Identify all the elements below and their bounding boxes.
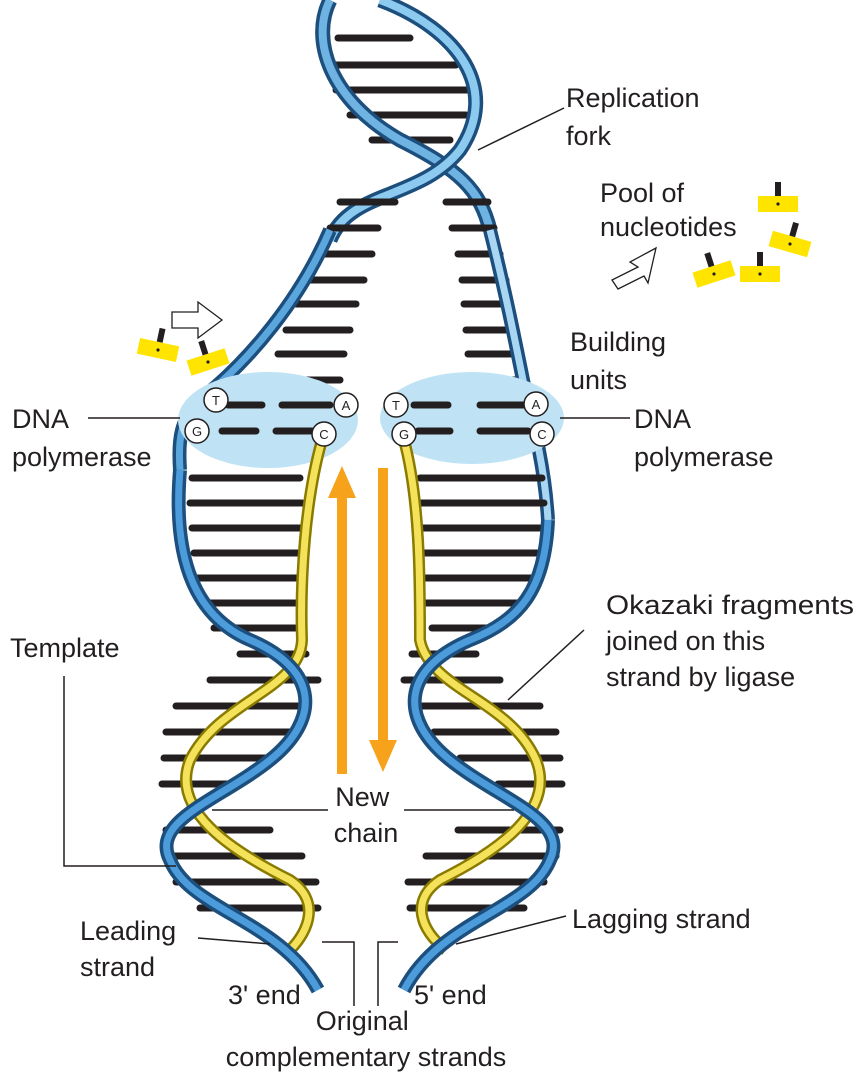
svg-text:G: G <box>399 427 409 442</box>
leader-lines <box>63 107 630 1006</box>
base-circle-left-c: C <box>311 421 337 447</box>
dna-polymerase-left-blob <box>178 372 358 468</box>
svg-text:G: G <box>192 424 202 439</box>
right-daughter-base-pairs <box>400 474 566 912</box>
right-daughter-helix <box>397 438 566 994</box>
base-circle-right-t: T <box>383 392 409 418</box>
base-circle-left-g: G <box>184 418 210 444</box>
base-circle-right-a: A <box>523 391 549 417</box>
three-prime-end-label: 3' end <box>228 980 301 1010</box>
leader-original-left <box>322 941 355 1006</box>
leading-strand-label: Leading strand <box>80 916 184 982</box>
parental-helix <box>315 0 498 244</box>
nucleotide-icon <box>758 182 798 212</box>
nucleotide-icon <box>740 252 780 282</box>
svg-text:C: C <box>319 427 328 442</box>
nucleotide-flow-arrow-icon <box>611 246 657 290</box>
synthesis-direction-down-arrow <box>369 468 397 772</box>
nucleotide-icons <box>136 182 812 376</box>
nucleotide-icon <box>186 340 230 376</box>
polymerase-base-pairs <box>218 401 532 435</box>
base-circle-right-g: G <box>391 421 417 447</box>
svg-text:C: C <box>537 427 546 442</box>
svg-text:T: T <box>212 393 220 408</box>
leader-lagging-strand <box>455 915 567 945</box>
nucleotide-icon <box>692 252 736 288</box>
svg-text:A: A <box>342 398 351 413</box>
building-units-label: Building units <box>570 327 674 395</box>
left-daughter-helix <box>158 438 328 994</box>
fork-right-arm <box>442 198 555 521</box>
nucleotide-icon <box>768 222 812 258</box>
base-circle-right-c: C <box>529 421 555 447</box>
template-label: Template <box>10 633 120 663</box>
base-circle-left-t: T <box>203 387 229 413</box>
lagging-strand-label: Lagging strand <box>572 904 751 934</box>
okazaki-fragments-label: Okazaki fragments joined on this strand … <box>605 590 856 692</box>
leader-original-right <box>377 941 398 1006</box>
replication-fork-label: Replication fork <box>566 83 707 151</box>
base-circle-left-a: A <box>333 392 359 418</box>
dna-polymerase-right-label: DNA polymerase <box>634 404 774 472</box>
leader-leading-strand <box>197 937 271 945</box>
original-complementary-strands-label: Original complementary strands <box>226 1006 507 1072</box>
dna-polymerase-right-blob <box>380 372 564 464</box>
synthesis-direction-up-arrow <box>328 466 356 774</box>
fork-movement-arrow-icon <box>171 300 224 340</box>
left-daughter-base-pairs <box>158 474 322 912</box>
new-chain-label: New chain <box>334 782 399 848</box>
leader-replication-fork <box>477 107 565 151</box>
pool-of-nucleotides-label: Pool of nucleotides <box>600 178 737 242</box>
nucleotide-icon <box>136 327 180 362</box>
dna-polymerase-left-label: DNA polymerase <box>12 404 152 472</box>
leader-template <box>63 676 176 867</box>
svg-text:T: T <box>392 398 400 413</box>
leader-okazaki <box>507 629 585 701</box>
svg-text:A: A <box>532 397 541 412</box>
base-letters: T G A C T G A C <box>184 387 555 447</box>
five-prime-end-label: 5' end <box>414 980 487 1010</box>
